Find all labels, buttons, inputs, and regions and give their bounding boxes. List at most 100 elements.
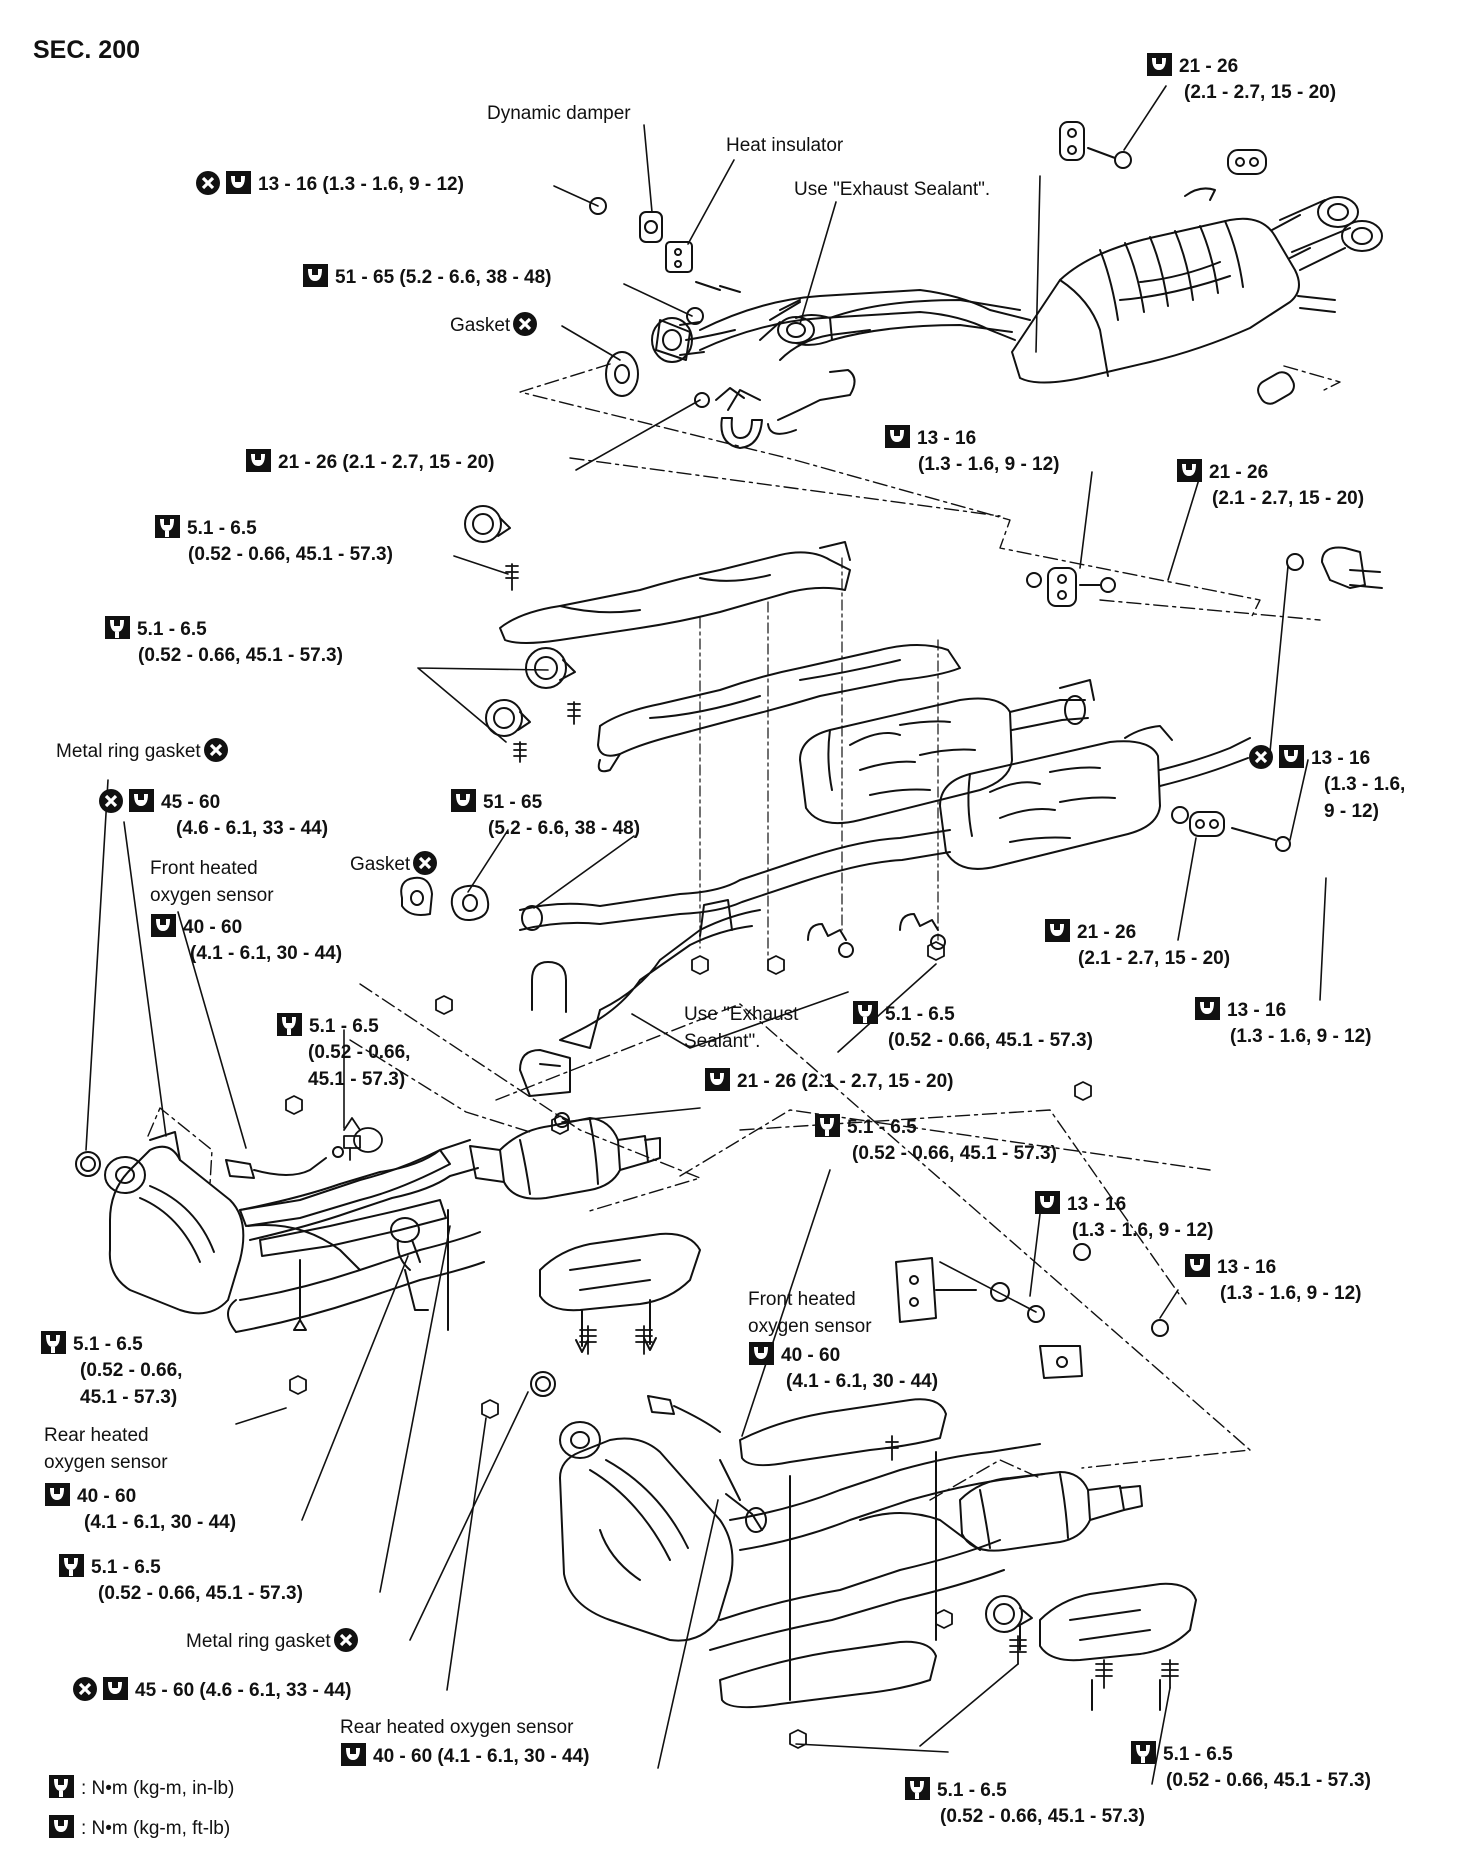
torque-label: 51 - 65 [450, 788, 542, 816]
torque-label: 40 - 60 (4.1 - 6.1, 30 - 44) [340, 1742, 590, 1770]
torque-spec: (0.52 - 0.66, 45.1 - 57.3) [940, 1806, 1145, 1827]
torque-wrench-in-lb-icon [904, 1776, 931, 1801]
main-muffler-right [939, 740, 1161, 870]
torque-wrench-ft-lb-icon [102, 1676, 129, 1701]
torque-spec: (0.52 - 0.66, 45.1 - 57.3) [888, 1030, 1093, 1051]
torque-wrench-in-lb-icon [852, 1000, 879, 1025]
front-heated-oxygen-sensor-label: Front heated [748, 1289, 856, 1310]
top-flanges [605, 307, 736, 397]
rear-heated-oxygen-sensor-label: Rear heated oxygen sensor [340, 1717, 574, 1738]
torque-wrench-ft-lb-icon [128, 788, 155, 813]
rear-muffler [1011, 187, 1383, 384]
heat-shield-mid [597, 644, 961, 773]
brackets-right-mid [895, 1243, 1169, 1379]
torque-spec: (1.3 - 1.6, [1324, 774, 1406, 795]
torque-label: 45 - 60 (4.6 - 6.1, 33 - 44) [70, 1676, 352, 1704]
metal-ring-gaskets [75, 1151, 556, 1397]
muffler-outlet-pipes [1009, 679, 1251, 787]
legend-in-lb: : N•m (kg-m, in-lb) [48, 1774, 234, 1802]
torque-spec: (4.1 - 6.1, 30 - 44) [786, 1371, 939, 1392]
do-not-reuse-x-icon [98, 788, 124, 814]
mid-flanges [400, 876, 543, 931]
torque-spec: (2.1 - 2.7, 15 - 20) [1078, 948, 1231, 969]
torque-label: 21 - 26 [1176, 458, 1268, 486]
do-not-reuse-x-icon [412, 850, 438, 876]
torque-label: 5.1 - 6.5 [1130, 1740, 1233, 1768]
torque-wrench-in-lb-icon [1130, 1740, 1157, 1765]
torque-label: 13 - 16 [1034, 1190, 1126, 1218]
torque-wrench-in-lb-icon [40, 1330, 67, 1355]
torque-spec: (1.3 - 1.6, 9 - 12) [1072, 1220, 1214, 1241]
oxygen-sensor-rear-left [390, 1217, 429, 1311]
metal-ring-gasket-label: Metal ring gasket [186, 1627, 363, 1655]
oxygen-sensor-rear-right [719, 1459, 767, 1533]
do-not-reuse-x-icon [333, 1627, 359, 1653]
torque-spec: 45.1 - 57.3) [80, 1387, 178, 1408]
torque-wrench-ft-lb-icon [1034, 1190, 1061, 1215]
front-heated-oxygen-sensor-label: oxygen sensor [150, 885, 274, 906]
rear-heated-oxygen-sensor-label: Rear heated [44, 1425, 149, 1446]
u-bolt-clamp-top [694, 387, 797, 449]
heat-insulator-label: Heat insulator [726, 135, 844, 156]
torque-wrench-ft-lb-icon [704, 1067, 731, 1092]
torque-label: 5.1 - 6.5 [904, 1776, 1007, 1804]
rear-catalyst-converter-right [959, 1471, 1143, 1552]
gasket-label-mid: Gasket [350, 850, 442, 878]
torque-label: 5.1 - 6.5 [58, 1553, 161, 1581]
torque-spec: (2.1 - 2.7, 15 - 20) [1212, 488, 1365, 509]
front-heated-oxygen-sensor-label: oxygen sensor [748, 1316, 872, 1337]
torque-label: 40 - 60 [150, 913, 242, 941]
torque-wrench-ft-lb-icon [48, 1814, 75, 1839]
do-not-reuse-x-icon [1248, 744, 1274, 770]
do-not-reuse-x-icon [72, 1676, 98, 1702]
rear-heat-shield-right [719, 1398, 947, 1709]
center-catalyst-upper [469, 1117, 661, 1200]
torque-spec: (0.52 - 0.66, 45.1 - 57.3) [1166, 1770, 1371, 1791]
bolts-bottom [579, 1325, 1179, 1689]
torque-spec: (0.52 - 0.66, 45.1 - 57.3) [138, 645, 343, 666]
mid-hangers [1026, 546, 1383, 852]
torque-wrench-ft-lb-icon [1184, 1253, 1211, 1278]
torque-spec: (1.3 - 1.6, 9 - 12) [1230, 1026, 1372, 1047]
torque-spec: (0.52 - 0.66, 45.1 - 57.3) [852, 1143, 1057, 1164]
torque-wrench-ft-lb-icon [1176, 458, 1203, 483]
torque-label: 13 - 16 [1194, 996, 1286, 1024]
torque-label: 13 - 16 [884, 424, 976, 452]
torque-wrench-ft-lb-icon [150, 913, 177, 938]
torque-wrench-in-lb-icon [154, 514, 181, 539]
torque-wrench-ft-lb-icon [1146, 52, 1173, 77]
heat-shield-left [239, 1149, 451, 1257]
torque-label: 45 - 60 [96, 788, 220, 816]
torque-spec: (1.3 - 1.6, 9 - 12) [1220, 1283, 1362, 1304]
torque-label: 5.1 - 6.5 [104, 615, 207, 643]
do-not-reuse-x-icon [195, 170, 221, 196]
center-exhaust-pipe [699, 289, 1031, 361]
torque-spec: (4.1 - 6.1, 30 - 44) [84, 1512, 237, 1533]
legend-ft-lb: : N•m (kg-m, ft-lb) [48, 1814, 230, 1842]
pipe-clamps-upper [464, 505, 576, 737]
torque-spec: (4.1 - 6.1, 30 - 44) [190, 943, 343, 964]
torque-spec: (0.52 - 0.66, 45.1 - 57.3) [98, 1583, 303, 1604]
torque-wrench-in-lb-icon [104, 615, 131, 640]
oxygen-sensor-front-right [647, 1395, 721, 1433]
under-muffler-clamps [807, 913, 946, 958]
torque-spec: (1.3 - 1.6, 9 - 12) [918, 454, 1060, 475]
torque-wrench-in-lb-icon [48, 1774, 75, 1799]
torque-spec: (2.1 - 2.7, 15 - 20) [1184, 82, 1337, 103]
torque-spec: (0.52 - 0.66, [308, 1042, 411, 1063]
torque-label: 21 - 26 [1146, 52, 1238, 80]
center-y-pipe [519, 829, 951, 1049]
pipe-clamp-lower-right [985, 1595, 1033, 1633]
torque-label: 40 - 60 [44, 1482, 136, 1510]
studs-left [293, 1209, 657, 1353]
torque-spec: (4.6 - 6.1, 33 - 44) [176, 818, 329, 839]
center-heat-shield-lower [539, 1232, 701, 1312]
torque-label: 13 - 16 [1184, 1253, 1276, 1281]
torque-wrench-ft-lb-icon [1044, 918, 1071, 943]
front-heated-oxygen-sensor-label: Front heated [150, 858, 258, 879]
torque-wrench-in-lb-icon [58, 1553, 85, 1578]
assembly-dash-verticals [699, 557, 939, 963]
torque-wrench-in-lb-icon [814, 1113, 841, 1138]
do-not-reuse-x-icon [512, 311, 538, 337]
